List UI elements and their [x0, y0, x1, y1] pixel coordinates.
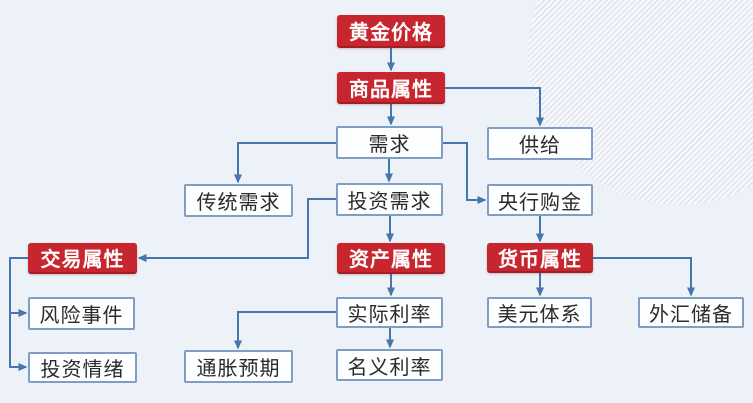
node-demand: 需求: [336, 126, 443, 159]
connector-investment-trading: [137, 198, 336, 262]
node-gold-price: 黄金价格: [337, 15, 445, 48]
node-risk-events: 风险事件: [28, 297, 135, 330]
node-asset-attribute: 资产属性: [337, 243, 445, 274]
node-dollar-system: 美元体系: [487, 297, 592, 328]
connector-realrate-inflation: [234, 311, 336, 350]
connector-commodity-supply: [445, 87, 544, 127]
connector-trading-riskevents: [9, 257, 28, 317]
node-traditional-demand: 传统需求: [184, 184, 293, 217]
node-fx-reserves: 外汇储备: [638, 297, 744, 328]
node-nominal-interest-rate: 名义利率: [336, 349, 443, 381]
connector-trading-sentiment: [9, 313, 28, 371]
node-trading-attribute: 交易属性: [28, 243, 137, 274]
connector-demand-traditional: [234, 142, 336, 184]
connector-monetary-fxreserves: [593, 257, 695, 297]
node-investment-demand: 投资需求: [336, 183, 443, 216]
node-supply: 供给: [487, 127, 593, 160]
node-real-interest-rate: 实际利率: [336, 297, 443, 328]
node-inflation-expectation: 通胀预期: [184, 350, 293, 383]
connector-demand-centralbank: [443, 142, 487, 204]
node-commodity-attribute: 商品属性: [337, 72, 445, 104]
node-investor-sentiment: 投资情绪: [28, 352, 137, 383]
node-central-bank-purchase: 央行购金: [487, 184, 593, 216]
node-monetary-attribute: 货币属性: [487, 243, 593, 273]
